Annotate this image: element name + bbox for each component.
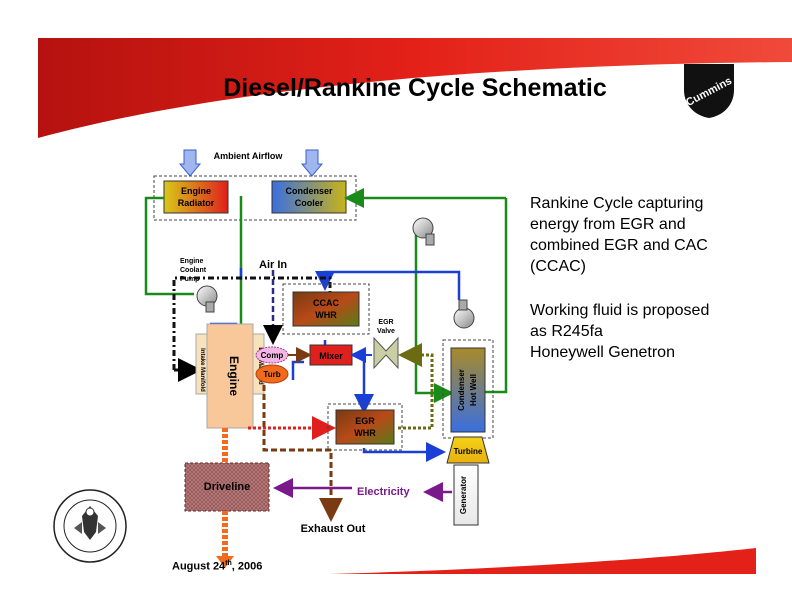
egr-valve-label-2: Valve [377, 328, 395, 335]
engine [206, 323, 254, 429]
coolant-pump [196, 285, 218, 313]
footer-date-year: , 2006 [231, 560, 263, 573]
footer-banner [330, 548, 756, 574]
working-fluid-pump [453, 299, 475, 329]
egr-valve [373, 336, 399, 370]
coolant-pump-label-2: Coolant [180, 267, 207, 274]
turbine-label: Turbine [454, 447, 483, 456]
bullet-line: energy from EGR and [530, 216, 686, 233]
slide-title: Diesel/Rankine Cycle Schematic [223, 74, 607, 102]
ccac-whr [292, 291, 360, 327]
bullet-line: (CCAC) [530, 258, 586, 275]
cummins-logo: Cummins [684, 64, 734, 118]
page-number: 7 [394, 559, 402, 571]
condenser-fan-pump [412, 217, 435, 246]
driveline-label: Driveline [204, 481, 250, 493]
driveline [184, 462, 270, 512]
condenser-cooler [271, 180, 347, 214]
exhaust-lines [248, 343, 434, 522]
exhaust-manifold-label: Exh Manifold [257, 347, 263, 385]
condenser-cooler-label-2: Cooler [295, 198, 324, 208]
ccac-label-2: WHR [315, 310, 337, 320]
ccac-frame [282, 283, 370, 335]
turb-label: Turb [263, 370, 280, 379]
output-shaft-arrow [216, 556, 234, 568]
footer-date-suffix: th [225, 560, 232, 567]
condenser-cooler-label-1: Condenser [285, 186, 333, 196]
electricity-label: Electricity [357, 486, 410, 498]
egr-valve-label-1: EGR [378, 319, 393, 326]
bullet-line: Working fluid is proposed [530, 302, 710, 319]
intake-manifold-label: Intake Manifold [199, 348, 205, 392]
egr-whr [335, 409, 395, 445]
mixer-label: Mixer [319, 351, 343, 361]
egr-whr-frame [327, 403, 403, 451]
bullet-line: Rankine Cycle capturing [530, 195, 704, 212]
rankine-turbine [446, 436, 490, 464]
bullet-block-1: Rankine Cycle capturing energy from EGR … [530, 193, 708, 277]
generator [453, 464, 479, 526]
egr-whr-label-1: EGR [355, 416, 375, 426]
condenser-hot-well [450, 347, 486, 433]
turbocharger-turbine [255, 364, 289, 384]
engine-label: Engine [227, 356, 241, 396]
footer-date-text: August 24 [172, 560, 226, 573]
hot-well-label-2: Hot Well [469, 374, 478, 406]
compressor-label: Comp [261, 351, 284, 360]
ccac-label-1: CCAC [313, 298, 339, 308]
generator-label: Generator [459, 476, 468, 514]
bullet-block-2: Working fluid is proposed as R245fa Hone… [530, 300, 709, 363]
bullet-line: combined EGR and CAC [530, 237, 708, 254]
doe-seal [53, 489, 127, 563]
exhaust-out-label: Exhaust Out [301, 523, 366, 535]
bullet-line: as R245fa [530, 323, 603, 340]
bullet-line: Honeywell Genetron [530, 344, 675, 361]
engine-radiator-label-1: Engine [181, 186, 211, 196]
hot-well-label-1: Condenser [457, 369, 466, 411]
air-in-label: Air In [259, 259, 287, 271]
header-banner [38, 38, 792, 138]
ambient-airflow-label: Ambient Airflow [214, 151, 284, 161]
coolant-pump-label-1: Engine [180, 258, 203, 265]
engine-radiator-label-2: Radiator [178, 198, 215, 208]
ambient-airflow-arrows [178, 149, 324, 177]
charge-air-line [172, 276, 332, 370]
egr-whr-label-2: WHR [354, 428, 376, 438]
engine-radiator [163, 180, 229, 214]
footer-date: August 24th, 2006 [172, 560, 262, 573]
